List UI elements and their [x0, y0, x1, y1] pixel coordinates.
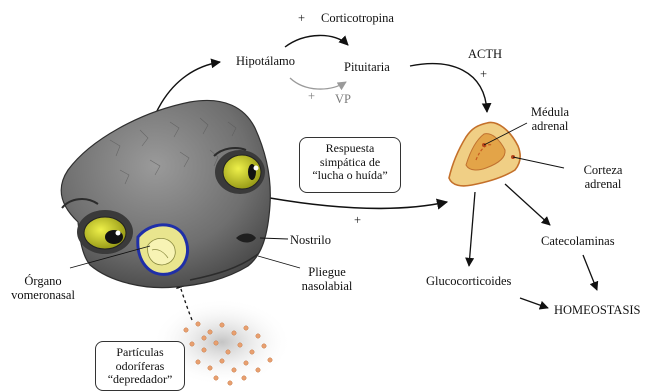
arrow-cateco-homeostasis: [583, 255, 597, 290]
plus-acth: +: [480, 67, 487, 81]
arrow-sympathetic: [270, 198, 447, 208]
label-organo-vomeronasal: Órgano vomeronasal: [8, 274, 78, 302]
respuesta-line-2: simpática de: [300, 156, 400, 170]
label-nostrilo: Nostrilo: [290, 233, 331, 247]
arrow-gluco-homeostasis: [520, 298, 548, 308]
arrow-vp: [290, 78, 346, 89]
label-pituitaria: Pituitaria: [344, 60, 390, 74]
particulas-line-1: Partículas: [96, 346, 184, 360]
box-particulas-odoriferas: Partículas odoríferas “depredador”: [95, 341, 185, 391]
organo-line-2: vomeronasal: [8, 288, 78, 302]
respuesta-line-1: Respuesta: [300, 142, 400, 156]
pliegue-line-2: nasolabial: [290, 279, 364, 293]
label-hipotalamo: Hipotálamo: [236, 54, 295, 68]
leader-corteza: [513, 157, 564, 168]
respuesta-line-3: “lucha o huída”: [300, 169, 400, 183]
arrow-corticotropina: [285, 35, 348, 47]
label-medula-adrenal: Médula adrenal: [520, 105, 580, 133]
label-corticotropina: Corticotropina: [321, 11, 394, 25]
label-acth: ACTH: [468, 47, 502, 61]
medula-line-2: adrenal: [520, 119, 580, 133]
label-pliegue-nasolabial: Pliegue nasolabial: [290, 265, 364, 293]
plus-vp: +: [308, 89, 315, 103]
pliegue-line-1: Pliegue: [290, 265, 364, 279]
label-glucocorticoides: Glucocorticoides: [426, 274, 511, 288]
particulas-line-3: “depredador”: [96, 373, 184, 387]
label-corteza-adrenal: Corteza adrenal: [574, 163, 632, 191]
particulas-line-2: odoríferas: [96, 360, 184, 374]
corteza-line-2: adrenal: [574, 177, 632, 191]
snake-head-illustration: [61, 100, 270, 287]
arrow-catecolaminas: [505, 184, 550, 225]
plus-corticotropina: +: [298, 11, 305, 25]
organo-line-1: Órgano: [8, 274, 78, 288]
label-homeostasis: HOMEOSTASIS: [554, 303, 641, 317]
label-vp: VP: [335, 92, 351, 106]
arrow-glucocorticoides: [469, 192, 475, 266]
arrow-acth: [410, 64, 487, 112]
label-catecolaminas: Catecolaminas: [541, 234, 615, 248]
plus-sympathetic: +: [354, 213, 361, 227]
medula-line-1: Médula: [520, 105, 580, 119]
corteza-line-1: Corteza: [574, 163, 632, 177]
box-respuesta-simpatica: Respuesta simpática de “lucha o huída”: [299, 137, 401, 193]
